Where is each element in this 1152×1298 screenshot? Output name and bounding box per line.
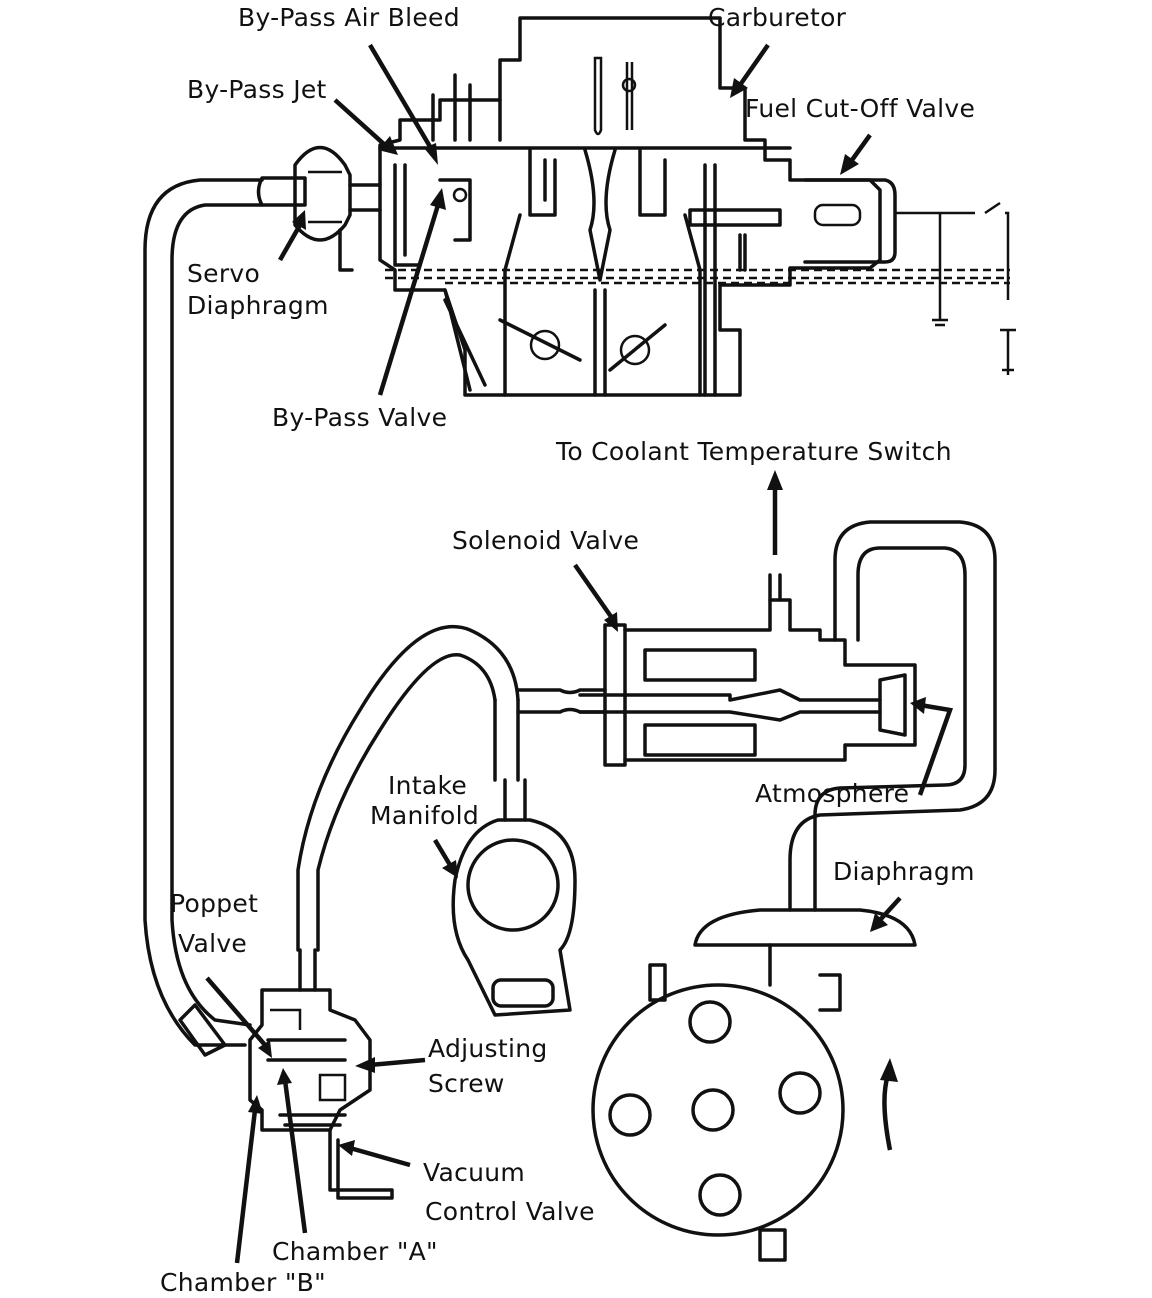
diaphragm-vacuum-hose (788, 520, 997, 912)
label-servo-diaphragm: Diaphragm (187, 291, 329, 320)
servo-vacuum-hose (143, 178, 264, 1057)
label-atmosphere: Atmosphere (755, 779, 910, 808)
label-fuel-cutoff-valve: Fuel Cut-Off Valve (745, 94, 976, 123)
servo-diaphragm (256, 145, 382, 272)
label-chamber-b: Chamber "B" (160, 1268, 326, 1297)
label-servo: Servo (187, 259, 261, 288)
solenoid-valve (578, 573, 917, 767)
distributor (591, 908, 917, 1262)
label-poppet-valve: Valve (178, 929, 248, 958)
label-intake: Intake (388, 771, 468, 800)
label-chamber-a: Chamber "A" (272, 1237, 438, 1266)
label-carburetor: Carburetor (708, 3, 847, 32)
fuel-cut-off-valve (688, 178, 1016, 375)
vacuum-control-valve (248, 948, 394, 1200)
leader-arrows (205, 43, 954, 1264)
carburetor-body (378, 16, 1010, 397)
label-bypass-jet: By-Pass Jet (187, 75, 327, 104)
label-bypass-air-bleed: By-Pass Air Bleed (238, 3, 460, 32)
label-adjusting: Adjusting (428, 1034, 548, 1063)
label-diaphragm: Diaphragm (833, 857, 975, 886)
label-control-valve: Control Valve (425, 1197, 595, 1226)
intake-manifold (451, 688, 607, 1017)
label-manifold: Manifold (370, 801, 479, 830)
label-bypass-valve: By-Pass Valve (272, 403, 448, 432)
label-solenoid-valve: Solenoid Valve (452, 526, 640, 555)
label-vacuum: Vacuum (423, 1158, 526, 1187)
label-poppet: Poppet (170, 889, 259, 918)
label-screw: Screw (428, 1069, 505, 1098)
intake-vacuum-hose (296, 624, 520, 952)
label-to-coolant-temperature-switch: To Coolant Temperature Switch (556, 437, 952, 466)
